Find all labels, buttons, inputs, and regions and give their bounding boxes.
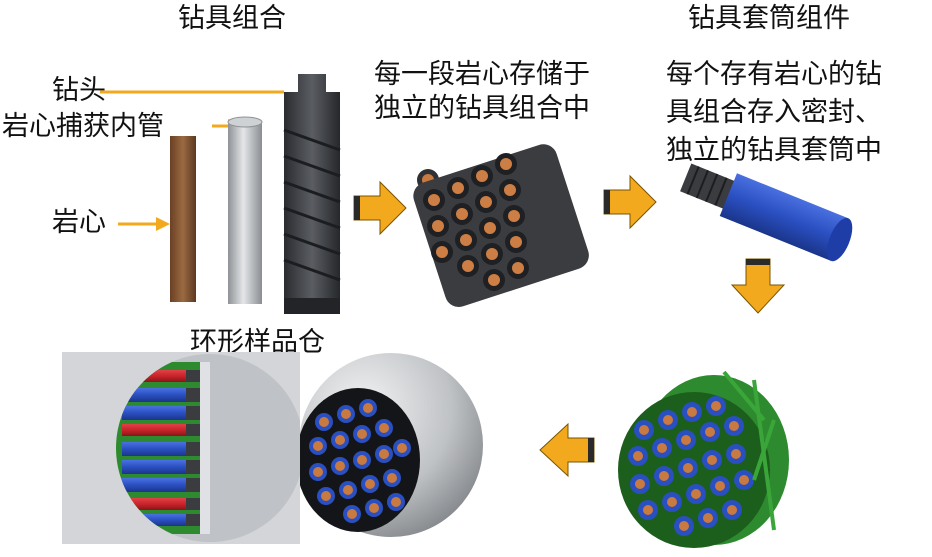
rock-core bbox=[170, 136, 196, 302]
flow-arrow-3 bbox=[730, 258, 786, 314]
drill-assembly-illustration bbox=[100, 74, 341, 314]
drill-bit bbox=[284, 74, 340, 314]
ring-frame-bundle-illustration bbox=[618, 370, 789, 548]
bit-label: 钻头 bbox=[52, 75, 106, 106]
stage2-caption-line2: 独立的钻具组合中 bbox=[374, 93, 590, 124]
flow-arrow-1 bbox=[353, 180, 407, 236]
sealed-sleeve bbox=[719, 173, 849, 261]
flow-arrow-4 bbox=[539, 422, 595, 478]
stage3-caption-line3: 独立的钻具套筒中 bbox=[666, 135, 882, 166]
drill-bundle-illustration bbox=[413, 144, 589, 307]
sleeve-assembly-title: 钻具套筒组件 bbox=[688, 3, 850, 34]
ring-bin-section-view bbox=[62, 352, 300, 544]
assembly-title: 钻具组合 bbox=[178, 3, 286, 34]
drill-sleeve-illustration bbox=[680, 163, 853, 262]
flow-arrow-2 bbox=[603, 174, 657, 230]
inner-tube-label: 岩心捕获内管 bbox=[2, 111, 164, 142]
ring-sample-bin-sphere bbox=[296, 353, 483, 537]
inner-tube bbox=[228, 122, 262, 304]
stage3-caption-line1: 每个存有岩心的钻 bbox=[666, 59, 882, 90]
core-label: 岩心 bbox=[52, 207, 106, 238]
stage2-caption-line1: 每一段岩心存储于 bbox=[374, 59, 590, 90]
stage3-caption-line2: 具组合存入密封、 bbox=[666, 97, 882, 128]
